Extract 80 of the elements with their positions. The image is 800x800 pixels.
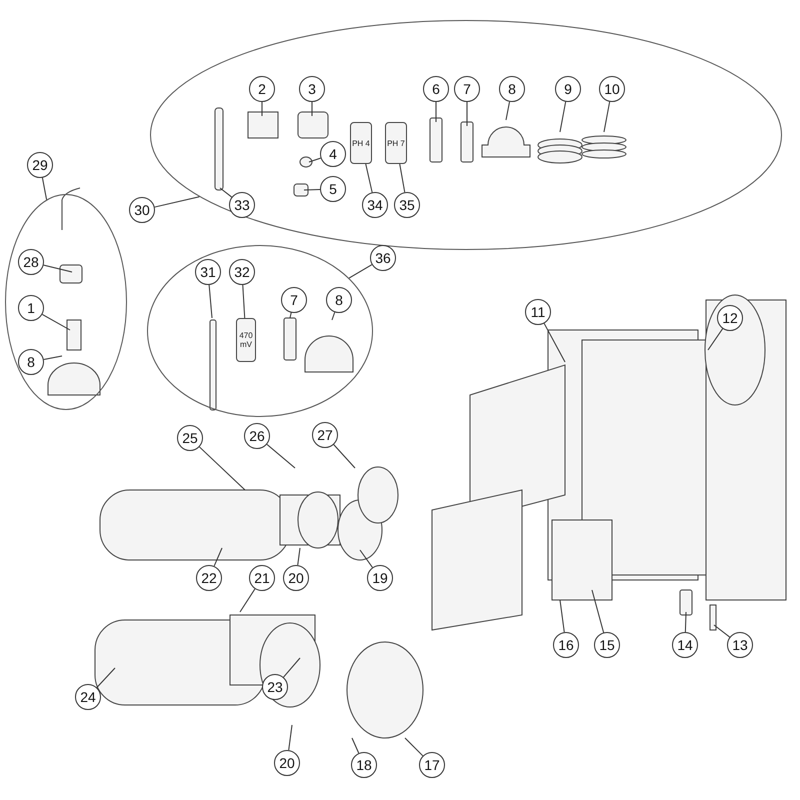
leader-line xyxy=(399,164,406,193)
callout-number: 14 xyxy=(672,632,698,658)
callout-number: 29 xyxy=(27,152,53,178)
leader-line xyxy=(560,101,566,132)
bottle: PH 4 xyxy=(350,122,372,164)
leader-line xyxy=(592,590,604,633)
leader-line xyxy=(214,548,222,567)
callout-number: 7 xyxy=(454,76,480,102)
leader-line xyxy=(42,314,70,330)
callout-number: 1 xyxy=(18,295,44,321)
leader-line xyxy=(208,284,212,318)
callout-number: 2 xyxy=(249,76,275,102)
callout-number: 17 xyxy=(419,752,445,778)
leader-line xyxy=(304,188,320,190)
leader-line xyxy=(43,356,62,360)
leader-line xyxy=(466,102,468,126)
callout-number: 10 xyxy=(599,76,625,102)
callout-number: 27 xyxy=(312,422,338,448)
callout-number: 28 xyxy=(18,249,44,275)
leader-line xyxy=(242,284,246,318)
callout-number: 25 xyxy=(177,425,203,451)
leader-line xyxy=(506,101,510,120)
callout-number: 8 xyxy=(18,349,44,375)
leader-line xyxy=(714,624,730,638)
group-outline xyxy=(150,20,782,250)
callout-number: 5 xyxy=(320,176,346,202)
leader-line xyxy=(283,658,300,678)
callout-number: 26 xyxy=(244,423,270,449)
callout-number: 31 xyxy=(195,259,221,285)
leader-line xyxy=(266,444,296,468)
callout-number: 20 xyxy=(274,750,300,776)
leader-line xyxy=(604,101,610,132)
leader-line xyxy=(360,550,373,568)
callout-number: 33 xyxy=(229,192,255,218)
callout-number: 9 xyxy=(555,76,581,102)
callout-number: 36 xyxy=(370,245,396,271)
callout-number: 30 xyxy=(129,197,155,223)
leader-line xyxy=(560,600,565,633)
callout-number: 22 xyxy=(196,565,222,591)
leader-line xyxy=(154,196,200,208)
leader-line xyxy=(684,612,686,632)
leader-line xyxy=(333,444,356,468)
callout-number: 4 xyxy=(320,141,346,167)
callout-number: 3 xyxy=(299,76,325,102)
callout-number: 19 xyxy=(367,565,393,591)
callout-number: 15 xyxy=(594,632,620,658)
leader-line xyxy=(42,177,48,200)
leader-line xyxy=(198,446,246,490)
callout-number: 24 xyxy=(75,684,101,710)
callout-number: 8 xyxy=(499,76,525,102)
leader-line xyxy=(404,738,424,756)
leader-line xyxy=(297,548,300,566)
callout-number: 20 xyxy=(283,565,309,591)
callout-number: 13 xyxy=(727,632,753,658)
leader-line xyxy=(365,164,373,193)
group-outline xyxy=(147,245,373,417)
callout-number: 7 xyxy=(281,287,307,313)
callout-number: 21 xyxy=(249,565,275,591)
leader-line xyxy=(288,724,292,751)
leader-line xyxy=(352,738,360,754)
leader-line xyxy=(220,188,232,198)
callout-number: 6 xyxy=(423,76,449,102)
leader-line xyxy=(332,312,336,320)
callout-number: 16 xyxy=(553,632,579,658)
leader-line xyxy=(43,264,72,272)
callout-number: 35 xyxy=(394,192,420,218)
callout-number: 11 xyxy=(525,299,551,325)
leader-line xyxy=(290,312,292,318)
leader-line xyxy=(348,264,372,279)
callout-number: 34 xyxy=(362,192,388,218)
bottle: PH 7 xyxy=(385,122,407,164)
group-outline xyxy=(5,194,127,410)
callout-number: 18 xyxy=(351,752,377,778)
leader-line xyxy=(708,328,724,350)
bottle: 470 mV xyxy=(236,318,256,362)
leader-line xyxy=(96,668,116,688)
leader-line xyxy=(308,158,322,162)
callout-number: 32 xyxy=(229,259,255,285)
callout-number: 8 xyxy=(326,287,352,313)
leader-line xyxy=(240,588,256,612)
